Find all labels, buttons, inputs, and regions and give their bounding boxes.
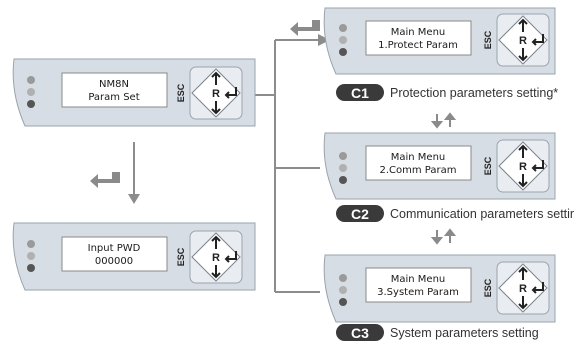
esc-key: ESC	[176, 247, 186, 266]
connector-lines	[133, 39, 320, 293]
badge-c2: C2 Communication parameters setting	[336, 205, 574, 222]
panel-line1: Input PWD	[88, 243, 141, 254]
badge-caption: Protection parameters setting*	[390, 86, 558, 100]
r-key: R	[519, 161, 527, 173]
down-arrow-icon	[128, 194, 140, 204]
asterisk-mark: *	[553, 86, 558, 100]
led-icon	[339, 274, 347, 282]
badge-caption: Communication parameters setting	[390, 207, 574, 221]
panel-line2: 2.Comm Param	[380, 165, 457, 176]
esc-key: ESC	[483, 156, 493, 175]
led-icon	[27, 100, 35, 108]
badge-label: C3	[351, 325, 369, 341]
led-icon	[339, 152, 347, 160]
lcd-screen	[61, 72, 168, 108]
badge-label: C1	[351, 85, 369, 101]
panel-line2: 3.System Param	[377, 287, 459, 298]
r-key: R	[212, 252, 220, 264]
esc-key: ESC	[483, 278, 493, 297]
led-icon	[27, 252, 35, 260]
panel-c2: Main Menu 2.Comm Param ESC R	[323, 132, 556, 200]
panel-line2: Param Set	[88, 92, 139, 103]
led-icon	[339, 48, 347, 56]
led-icon	[339, 298, 347, 306]
panel-line2: 1.Protect Param	[378, 40, 458, 51]
led-icon	[339, 164, 347, 172]
led-icon	[27, 264, 35, 272]
led-icon	[27, 88, 35, 96]
flow-arrow-icon	[318, 34, 330, 46]
lcd-screen	[365, 20, 472, 56]
badge-label: C2	[351, 206, 369, 222]
esc-key: ESC	[483, 30, 493, 49]
badge-c3: C3 System parameters setting	[336, 324, 539, 341]
led-icon	[27, 240, 35, 248]
r-key: R	[212, 88, 220, 100]
panel-line2: 000000	[95, 256, 133, 267]
panel-line1: Main Menu	[391, 27, 446, 38]
lcd-screen	[61, 236, 168, 272]
panel-c3: Main Menu 3.System Param ESC R	[323, 254, 556, 323]
esc-key: ESC	[176, 83, 186, 102]
up-down-arrows-icon	[430, 112, 457, 245]
lcd-screen	[365, 267, 472, 303]
badge-c1: C1 Protection parameters setting*	[336, 84, 558, 101]
led-icon	[339, 24, 347, 32]
panel-line1: Main Menu	[391, 274, 446, 285]
panel-line1: Main Menu	[391, 152, 446, 163]
led-icon	[339, 36, 347, 44]
r-key: R	[519, 35, 527, 47]
panel-c1: Main Menu 1.Protect Param ESC R	[323, 7, 556, 75]
panel-main: NM8N Param Set ESC R	[12, 58, 256, 127]
led-icon	[339, 176, 347, 184]
led-icon	[339, 286, 347, 294]
return-arrow-icon	[290, 20, 320, 36]
badge-caption: System parameters setting	[390, 326, 539, 340]
lcd-screen	[365, 145, 472, 181]
panel-line1: NM8N	[99, 79, 129, 90]
led-icon	[27, 76, 35, 84]
return-arrow-icon	[90, 172, 120, 188]
panel-pwd: Input PWD 000000 ESC R	[12, 222, 256, 291]
r-key: R	[519, 283, 527, 295]
